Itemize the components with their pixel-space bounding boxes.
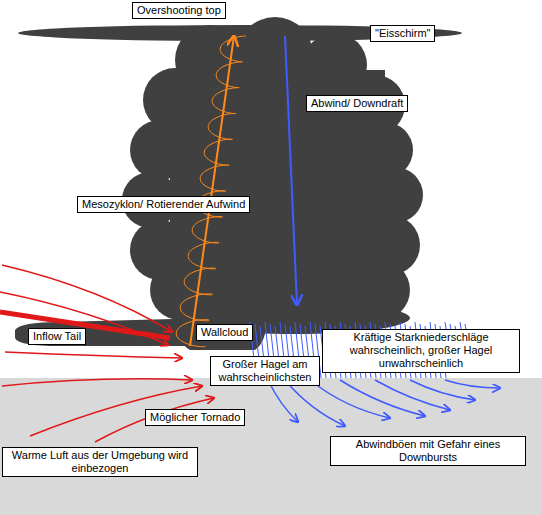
inflow-arrow — [2, 379, 192, 386]
updraft-spiral — [176, 36, 246, 347]
cloud — [15, 17, 462, 350]
label-text: Mesozyklon/ Rotierender Aufwind — [82, 198, 245, 211]
label-box: Wallcloud — [196, 324, 253, 341]
downdraft-arrow — [285, 36, 297, 305]
outflow-arrow — [285, 380, 345, 426]
label-box: Kräftige Starkniederschläge wahrscheinli… — [322, 329, 520, 373]
outflow-arrows — [268, 380, 500, 426]
wall-cloud — [175, 320, 266, 350]
label-box: Overshooting top — [132, 2, 226, 19]
outflow-arrow — [445, 380, 500, 388]
label-box: Mesozyklon/ Rotierender Aufwind — [77, 196, 250, 213]
label-box: Abwindböen mit Gefahr eines Downbursts — [330, 436, 526, 466]
label-box: Abwind/ Downdraft — [306, 95, 408, 112]
outflow-arrow — [410, 380, 475, 400]
label-box: Großer Hagel am wahrscheinlichsten — [210, 356, 320, 386]
anvil — [18, 25, 462, 41]
outflow-arrow — [375, 380, 450, 410]
inflow-arrow — [0, 292, 168, 345]
label-box: "Eisschirm" — [370, 25, 435, 42]
label-text: Warme Luft aus der Umgebung wird einbezo… — [7, 449, 193, 475]
label-text: Großer Hagel am wahrscheinlichsten — [215, 358, 315, 384]
inflow-arrow — [5, 352, 182, 358]
label-text: Abwind/ Downdraft — [311, 97, 403, 110]
label-text: Inflow Tail — [33, 330, 81, 343]
label-text: "Eisschirm" — [375, 27, 430, 40]
label-text: Kräftige Starkniederschläge wahrscheinli… — [327, 331, 515, 371]
ground — [0, 378, 542, 515]
label-text: Abwindböen mit Gefahr eines Downbursts — [335, 438, 521, 464]
label-text: Möglicher Tornado — [150, 411, 240, 424]
label-box: Möglicher Tornado — [145, 409, 245, 426]
label-text: Overshooting top — [137, 4, 221, 17]
label-box: Inflow Tail — [28, 328, 86, 345]
label-box: Warme Luft aus der Umgebung wird einbezo… — [2, 447, 198, 477]
label-text: Wallcloud — [201, 326, 248, 339]
updraft-arrow — [190, 36, 234, 346]
